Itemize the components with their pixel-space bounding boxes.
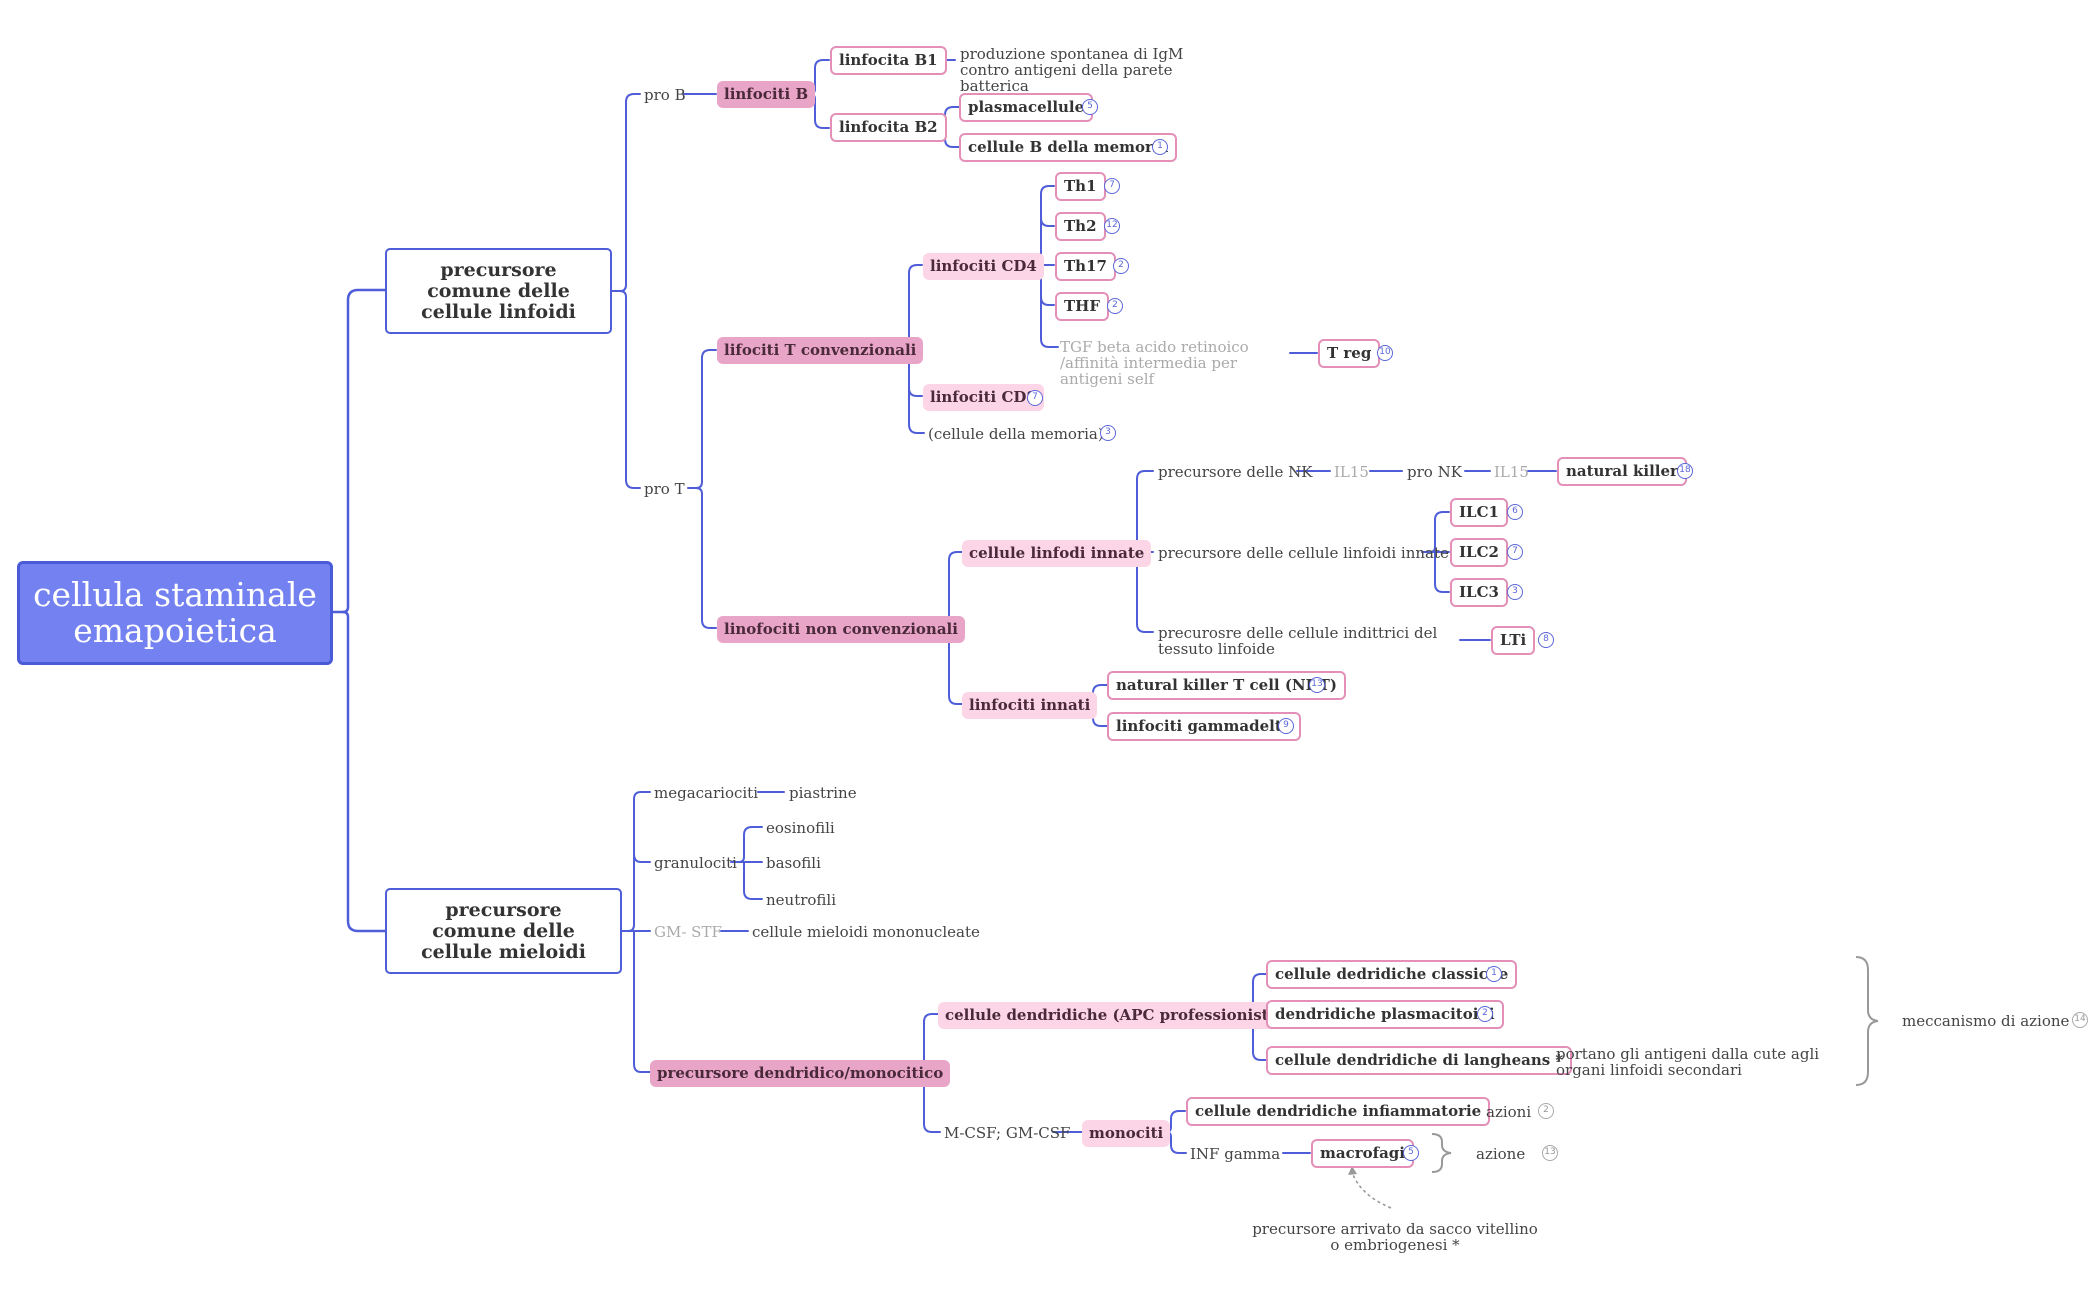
thf-badge[interactable]: 2 — [1107, 298, 1123, 314]
cd8-node[interactable]: linfociti CD8 — [923, 384, 1044, 411]
memoria-b-node[interactable]: cellule B della memoria — [959, 133, 1178, 162]
root-node[interactable]: cellula staminale emapoietica — [17, 561, 333, 665]
ilc2-node[interactable]: ILC2 — [1450, 538, 1508, 567]
macrofagi-node[interactable]: macrofagi — [1311, 1139, 1414, 1168]
granulociti-label[interactable]: granulociti — [654, 854, 737, 872]
t-conv-node[interactable]: lifociti T convenzionali — [717, 337, 924, 364]
neutrofili-label[interactable]: neutrofili — [766, 891, 837, 909]
plasmacitoidi-badge[interactable]: 2 — [1477, 1006, 1493, 1022]
prec-dm-node[interactable]: precursore dendridico/monocitico — [650, 1060, 951, 1087]
ilc1-node[interactable]: ILC1 — [1450, 498, 1508, 527]
lymphoid-precursor-node[interactable]: precursore comune delle cellule linfoidi — [385, 248, 612, 334]
mononucleate-label[interactable]: cellule mieloidi mononucleate — [752, 923, 980, 941]
cd4-node[interactable]: linfociti CD4 — [923, 253, 1044, 280]
pro-b-label[interactable]: pro B — [644, 86, 686, 104]
precursore-note[interactable]: precursore arrivato da sacco vitellino o… — [1252, 1220, 1538, 1254]
gd-badge[interactable]: 9 — [1278, 718, 1294, 734]
gm-stf-label[interactable]: GM- STF — [654, 923, 722, 941]
tgf-note[interactable]: TGF beta acido retinoico /affinità inter… — [1060, 338, 1249, 388]
langheans-node[interactable]: cellule dendridiche di langheans * — [1266, 1046, 1573, 1075]
pro-t-label[interactable]: pro T — [644, 480, 685, 498]
memoria-b-badge[interactable]: 1 — [1152, 139, 1168, 155]
basofili-label[interactable]: basofili — [766, 854, 821, 872]
ilc2-badge[interactable]: 7 — [1507, 544, 1523, 560]
pro-nk-label[interactable]: pro NK — [1407, 463, 1462, 481]
th1-badge[interactable]: 7 — [1104, 178, 1120, 194]
lti-badge[interactable]: 8 — [1538, 632, 1554, 648]
b1-note[interactable]: produzione spontanea di IgM contro antig… — [960, 45, 1184, 95]
plasmacellule-badge[interactable]: 5 — [1082, 99, 1098, 115]
meccanismo-label[interactable]: meccanismo di azione — [1902, 1012, 2070, 1030]
th1-node[interactable]: Th1 — [1055, 172, 1106, 201]
myeloid-precursor-node[interactable]: precursore comune delle cellule mieloidi — [385, 888, 622, 974]
th2-badge[interactable]: 12 — [1104, 218, 1120, 234]
ilc1-badge[interactable]: 6 — [1507, 504, 1523, 520]
nk-badge[interactable]: 18 — [1677, 463, 1693, 479]
inf-gamma-label[interactable]: INF gamma — [1190, 1145, 1281, 1163]
prec-ilc-label[interactable]: precursore delle cellule linfoidi innate — [1158, 544, 1449, 562]
linfocita-b2-node[interactable]: linfocita B2 — [830, 113, 947, 142]
ilc3-badge[interactable]: 3 — [1507, 584, 1523, 600]
linfociti-b-node[interactable]: linfociti B — [717, 81, 816, 108]
thf-node[interactable]: THF — [1055, 292, 1109, 321]
memoria-t-badge[interactable]: 3 — [1100, 425, 1116, 441]
azioni-badge[interactable]: 2 — [1538, 1103, 1554, 1119]
ilc3-node[interactable]: ILC3 — [1450, 578, 1508, 607]
il15-b-label[interactable]: IL15 — [1494, 463, 1529, 481]
piastrine-label[interactable]: piastrine — [789, 784, 857, 802]
nkt-node[interactable]: natural killer T cell (NKT) — [1107, 671, 1346, 700]
treg-badge[interactable]: 10 — [1377, 345, 1393, 361]
il15-a-label[interactable]: IL15 — [1334, 463, 1369, 481]
monociti-node[interactable]: monociti — [1082, 1120, 1171, 1147]
nkt-badge[interactable]: 13 — [1309, 677, 1325, 693]
treg-node[interactable]: T reg — [1318, 339, 1381, 368]
prec-lti-label[interactable]: precurosre delle cellule indittrici del … — [1158, 624, 1438, 658]
eosinofili-label[interactable]: eosinofili — [766, 819, 835, 837]
ilc-group-node[interactable]: cellule linfodi innate — [962, 540, 1152, 567]
macrofagi-badge[interactable]: 5 — [1403, 1145, 1419, 1161]
t-nonconv-node[interactable]: linofociti non convenzionali — [717, 616, 965, 643]
azione-label[interactable]: azione — [1476, 1145, 1526, 1163]
meccanismo-badge[interactable]: 14 — [2072, 1012, 2088, 1028]
infiamm-node[interactable]: cellule dendridiche infiammatorie — [1186, 1097, 1491, 1126]
th2-node[interactable]: Th2 — [1055, 212, 1106, 241]
megacariociti-label[interactable]: megacariociti — [654, 784, 759, 802]
mcsf-label[interactable]: M-CSF; GM-CSF — [944, 1124, 1071, 1142]
dendr-apc-node[interactable]: cellule dendridiche (APC professioniste) — [938, 1002, 1293, 1029]
classiche-badge[interactable]: 1 — [1486, 966, 1502, 982]
azione-badge[interactable]: 13 — [1542, 1145, 1558, 1161]
linfocita-b1-node[interactable]: linfocita B1 — [830, 46, 947, 75]
prec-nk-label[interactable]: precursore delle NK — [1158, 463, 1313, 481]
nk-node[interactable]: natural killer — [1557, 457, 1687, 486]
cd8-badge[interactable]: 7 — [1027, 390, 1043, 406]
th17-node[interactable]: Th17 — [1055, 252, 1116, 281]
gd-node[interactable]: linfociti gammadelta — [1107, 712, 1301, 741]
lti-node[interactable]: LTi — [1491, 626, 1536, 655]
langheans-note[interactable]: portano gli antigeni dalla cute agli org… — [1556, 1045, 1820, 1079]
innati-node[interactable]: linfociti innati — [962, 692, 1098, 719]
classiche-node[interactable]: cellule dedridiche classiche — [1266, 960, 1518, 989]
azioni-label[interactable]: azioni — [1486, 1103, 1532, 1121]
plasmacitoidi-node[interactable]: dendridiche plasmacitoidi — [1266, 1000, 1504, 1029]
memoria-t-label[interactable]: (cellule della memoria) — [928, 425, 1104, 443]
th17-badge[interactable]: 2 — [1113, 258, 1129, 274]
plasmacellule-node[interactable]: plasmacellule — [959, 93, 1094, 122]
